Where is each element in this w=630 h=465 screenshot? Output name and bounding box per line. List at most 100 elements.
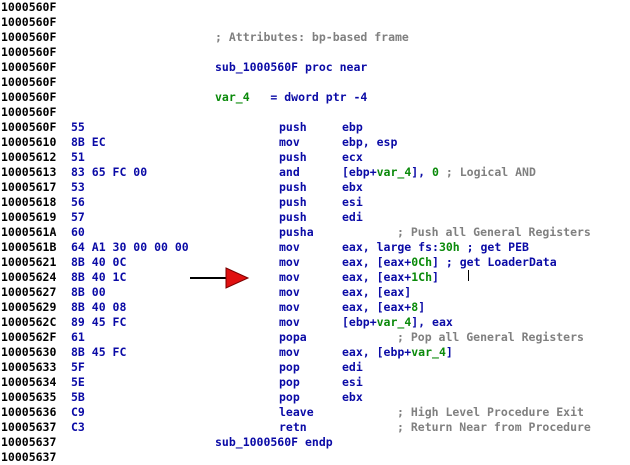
address[interactable]: 1000560F <box>1 120 57 134</box>
mnemonic[interactable]: pusha <box>279 225 314 239</box>
address[interactable]: 10005617 <box>1 180 57 194</box>
listing-line[interactable]: 1000560F; Attributes: bp-based frame <box>0 30 630 45</box>
operands[interactable]: eax, [ebp+var_4] <box>342 345 453 360</box>
listing-line[interactable]: 1000560F <box>0 0 630 15</box>
proc-label[interactable]: sub_1000560F endp <box>215 435 333 449</box>
proc-label[interactable]: sub_1000560F proc near <box>215 60 368 74</box>
operands[interactable]: eax, large fs:30h ; get PEB <box>342 240 529 255</box>
operands[interactable]: edi <box>342 360 363 375</box>
address[interactable]: 10005624 <box>1 270 57 284</box>
address[interactable]: 1000560F <box>1 105 57 119</box>
mnemonic[interactable]: mov <box>279 270 300 284</box>
operand-text[interactable]: eax, large fs: <box>342 240 439 254</box>
operands[interactable]: esi <box>342 195 363 210</box>
operand-text[interactable]: edi <box>342 210 363 224</box>
mnemonic[interactable]: leave <box>279 405 314 419</box>
mnemonic[interactable]: push <box>279 210 307 224</box>
address[interactable]: 1000560F <box>1 15 57 29</box>
address[interactable]: 1000561B <box>1 240 57 254</box>
operand-text[interactable]: [ebp+ <box>342 165 377 179</box>
operands[interactable]: [ebp+var_4], 0 ; Logical AND <box>342 165 536 180</box>
operands[interactable]: eax, [eax+0Ch] ; get LoaderData <box>342 255 557 270</box>
operands[interactable]: ebx <box>342 180 363 195</box>
address[interactable]: 10005621 <box>1 255 57 269</box>
operand-text[interactable]: ] ; get LoaderData <box>432 255 557 269</box>
operand-variable[interactable]: var_4 <box>376 315 412 329</box>
address[interactable]: 10005634 <box>1 375 57 389</box>
operand-text[interactable]: ; get PEB <box>459 240 529 254</box>
operand-text[interactable]: ], eax <box>411 315 453 329</box>
address[interactable]: 1000560F <box>1 75 57 89</box>
address[interactable]: 10005612 <box>1 150 57 164</box>
operand-number[interactable]: 8 <box>411 300 419 314</box>
address[interactable]: 10005630 <box>1 345 57 359</box>
mnemonic[interactable]: pop <box>279 375 300 389</box>
mnemonic[interactable]: push <box>279 180 307 194</box>
address[interactable]: 1000560F <box>1 45 57 59</box>
address[interactable]: 10005637 <box>1 420 57 434</box>
operand-number[interactable]: 30h <box>438 240 460 254</box>
address[interactable]: 1000560F <box>1 60 57 74</box>
mnemonic[interactable]: pop <box>279 360 300 374</box>
address[interactable]: 10005610 <box>1 135 57 149</box>
operand-text[interactable]: ecx <box>342 150 363 164</box>
address[interactable]: 1000560F <box>1 30 57 44</box>
mnemonic[interactable]: popa <box>279 330 307 344</box>
operand-text[interactable]: eax, [eax+ <box>342 255 412 269</box>
mnemonic[interactable]: push <box>279 120 307 134</box>
operands[interactable]: ebp, esp <box>342 135 397 150</box>
operand-number[interactable]: 1Ch <box>411 270 433 284</box>
operand-text[interactable]: edi <box>342 360 363 374</box>
address[interactable]: 10005635 <box>1 390 57 404</box>
listing-line[interactable]: 10005637 <box>0 450 630 465</box>
address[interactable]: 10005627 <box>1 285 57 299</box>
operand-text[interactable]: ] <box>432 270 439 284</box>
operand-text[interactable]: esi <box>342 375 363 389</box>
mnemonic[interactable]: retn <box>279 420 307 434</box>
address[interactable]: 1000561A <box>1 225 57 239</box>
mnemonic[interactable]: mov <box>279 345 300 359</box>
mnemonic[interactable]: and <box>279 165 300 179</box>
operands[interactable]: ebx <box>342 390 363 405</box>
address[interactable]: 1000560F <box>1 0 57 14</box>
operand-text[interactable]: eax, [eax+ <box>342 300 412 314</box>
operand-text[interactable]: ebx <box>342 390 363 404</box>
address[interactable]: 10005633 <box>1 360 57 374</box>
operands[interactable]: eax, [eax+8] <box>342 300 425 315</box>
mnemonic[interactable]: mov <box>279 240 300 254</box>
operand-text[interactable]: ] <box>418 300 426 314</box>
var-declaration[interactable]: var_4 = dword ptr -4 <box>215 90 367 105</box>
address[interactable]: 1000560F <box>1 90 57 104</box>
address[interactable]: 10005637 <box>1 435 57 449</box>
operands[interactable]: [ebp+var_4], eax <box>342 315 453 330</box>
listing-line[interactable]: 1000560F <box>0 105 630 120</box>
address[interactable]: 10005629 <box>1 300 57 314</box>
address[interactable]: 10005618 <box>1 195 57 209</box>
operand-text[interactable]: ], <box>411 165 433 179</box>
var-name[interactable]: var_4 <box>215 90 250 104</box>
address[interactable]: 1000562F <box>1 330 57 344</box>
mnemonic[interactable]: mov <box>279 255 300 269</box>
operand-variable[interactable]: var_4 <box>376 165 412 179</box>
mnemonic[interactable]: mov <box>279 300 300 314</box>
mnemonic[interactable]: mov <box>279 285 300 299</box>
address[interactable]: 10005613 <box>1 165 57 179</box>
